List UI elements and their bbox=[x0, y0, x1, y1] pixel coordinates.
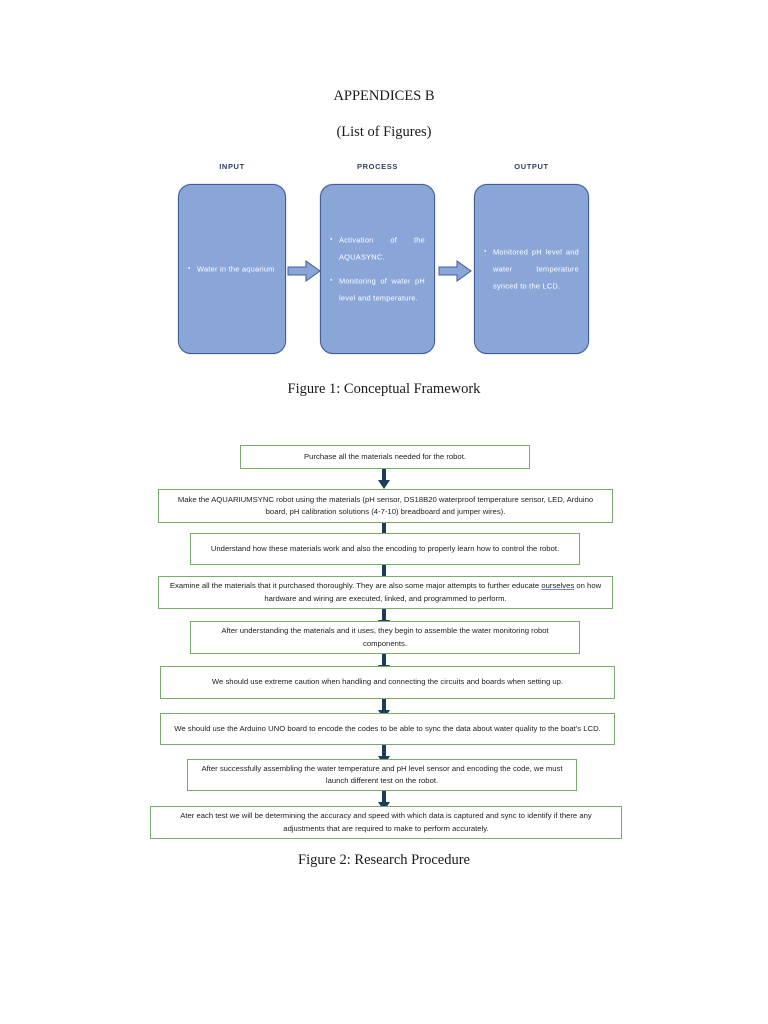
flow-step: We should use the Arduino UNO board to e… bbox=[160, 713, 615, 745]
flow-step-text: Understand how these materials work and … bbox=[210, 543, 560, 553]
bullet-icon: • bbox=[188, 264, 191, 273]
ipo-item-text: Monitoring of water pH level and tempera… bbox=[339, 276, 425, 303]
ipo-list-item: • Monitoring of water pH level and tempe… bbox=[330, 273, 425, 307]
flow-step: Ater each test we will be determining th… bbox=[150, 806, 622, 839]
flow-step-text: Make the AQUARIUMSYNC robot using the ma… bbox=[177, 494, 594, 517]
bullet-icon: • bbox=[484, 247, 487, 256]
block-arrow-icon bbox=[438, 260, 472, 282]
ipo-list-item: • Water in the aquarium bbox=[188, 261, 276, 278]
ipo-column-output: OUTPUT • Monitored pH level and water te… bbox=[474, 160, 589, 354]
flow-step-text: After successfully assembling the water … bbox=[201, 763, 563, 786]
ipo-list-item: • Activation of the AQUASYNC. bbox=[330, 232, 425, 266]
ipo-box-output: • Monitored pH level and water temperatu… bbox=[474, 184, 589, 354]
flow-step: After successfully assembling the water … bbox=[187, 759, 577, 791]
bullet-icon: • bbox=[330, 276, 333, 285]
ipo-list-item: • Monitored pH level and water temperatu… bbox=[484, 244, 579, 295]
flow-step-text: We should use the Arduino UNO board to e… bbox=[174, 723, 601, 733]
ipo-label-output: OUTPUT bbox=[514, 162, 549, 171]
ipo-arrow-input-to-process bbox=[286, 258, 322, 284]
down-arrow-icon bbox=[378, 469, 390, 489]
ipo-item-text: Water in the aquarium bbox=[197, 264, 275, 274]
figure2-caption: Figure 2: Research Procedure bbox=[298, 852, 470, 868]
flow-step-text: Examine all the materials that it purcha… bbox=[169, 581, 602, 603]
flow-step-text: After understanding the materials and it… bbox=[221, 626, 549, 648]
flow-step-text: We should use extreme caution when handl… bbox=[211, 677, 564, 687]
ipo-box-input: • Water in the aquarium bbox=[178, 184, 286, 354]
bullet-icon: • bbox=[330, 235, 333, 244]
flow-arrow bbox=[377, 469, 391, 494]
flow-step: Purchase all the materials needed for th… bbox=[240, 445, 530, 469]
ipo-item-text: Monitored pH level and water temperature… bbox=[493, 247, 579, 291]
ipo-column-process: PROCESS • Activation of the AQUASYNC. • … bbox=[320, 160, 435, 354]
figure-research-procedure: Purchase all the materials needed for th… bbox=[0, 445, 768, 840]
page-subtitle: (List of Figures) bbox=[336, 124, 432, 140]
flow-step: We should use extreme caution when handl… bbox=[160, 666, 615, 699]
ipo-arrow-process-to-output bbox=[437, 258, 473, 284]
figure-conceptual-framework: INPUT • Water in the aquarium PROCESS bbox=[178, 160, 598, 355]
flow-step: After understanding the materials and it… bbox=[190, 621, 580, 654]
flow-step: Make the AQUARIUMSYNC robot using the ma… bbox=[158, 489, 613, 523]
page-title: APPENDICES B bbox=[333, 88, 435, 104]
flow-step: Examine all the materials that it purcha… bbox=[158, 576, 613, 609]
flow-step: Understand how these materials work and … bbox=[190, 533, 580, 565]
block-arrow-icon bbox=[287, 260, 321, 282]
flow-step-text: Ater each test we will be determining th… bbox=[180, 811, 592, 833]
ipo-column-input: INPUT • Water in the aquarium bbox=[178, 160, 286, 354]
flow-step-text: Purchase all the materials needed for th… bbox=[304, 451, 466, 461]
ipo-item-text: Activation of the AQUASYNC. bbox=[339, 235, 425, 262]
ipo-label-input: INPUT bbox=[219, 162, 245, 171]
ipo-label-process: PROCESS bbox=[357, 162, 398, 171]
figure1-caption: Figure 1: Conceptual Framework bbox=[287, 381, 481, 397]
ipo-box-process: • Activation of the AQUASYNC. • Monitori… bbox=[320, 184, 435, 354]
